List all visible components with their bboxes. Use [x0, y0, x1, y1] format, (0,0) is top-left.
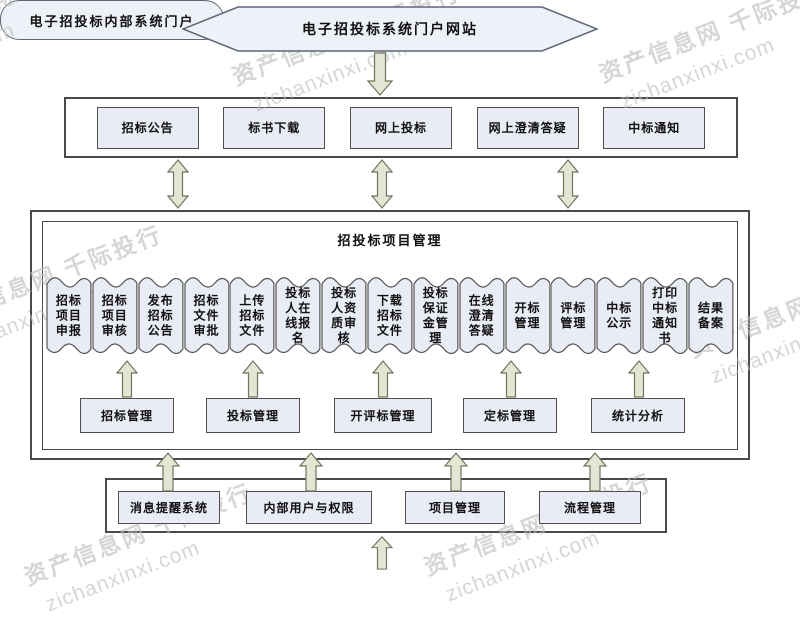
function-node: 结果备案 — [688, 272, 734, 360]
wave-shape — [92, 277, 138, 355]
wave-shape — [229, 277, 275, 355]
project-functions-row: 招标项目申报 招标项目审核 发布招标公告 招标文件审批 上传招标文件 投标人在线… — [46, 272, 734, 360]
internal-portal-title: 电子招投标内部系统门户 — [29, 13, 195, 29]
function-label: 招标项目申报 — [55, 293, 82, 338]
function-label: 在线澄清答疑 — [468, 293, 495, 338]
double-arrow-icon — [371, 159, 393, 209]
function-label: 招标项目审核 — [101, 293, 128, 338]
function-node: 下载招标文件 — [367, 272, 413, 360]
node-project-management: 项目管理 — [405, 491, 505, 524]
wave-shape — [688, 277, 734, 355]
node-process-management: 流程管理 — [539, 491, 641, 524]
down-arrow-icon — [367, 52, 393, 96]
node-internal-users-permissions: 内部用户与权限 — [246, 491, 372, 524]
function-node: 投标人资质审核 — [321, 272, 367, 360]
node-award-decision-management: 定标管理 — [463, 398, 557, 433]
wave-shape — [596, 277, 642, 355]
wave-shape — [321, 277, 367, 355]
node-tendering-management: 招标管理 — [80, 398, 174, 433]
function-label: 上传招标文件 — [239, 293, 266, 338]
function-label: 评标管理 — [560, 301, 587, 330]
up-arrow-icon — [371, 536, 393, 570]
wave-shape — [504, 277, 551, 355]
function-node: 招标项目申报 — [46, 272, 92, 360]
function-node: 招标文件审批 — [183, 272, 230, 360]
up-arrow-icon — [628, 360, 650, 398]
function-node: 开标管理 — [504, 272, 551, 360]
node-open-evaluation-management: 开评标管理 — [334, 398, 432, 433]
node-tender-download: 标书下载 — [223, 106, 326, 149]
function-label: 投标人在线报名 — [285, 286, 312, 345]
node-online-bidding: 网上投标 — [349, 106, 452, 149]
wave-shape — [413, 277, 459, 355]
wave-shape — [642, 277, 688, 355]
function-node: 打印中标通知书 — [642, 272, 688, 360]
function-label: 结果备案 — [697, 301, 724, 330]
up-arrow-icon — [500, 360, 522, 398]
function-node: 投标人在线报名 — [275, 272, 321, 360]
portal-website-title: 电子招投标系统门户网站 — [302, 23, 478, 38]
function-label: 发布招标公告 — [147, 293, 174, 338]
function-node: 评标管理 — [550, 272, 596, 360]
project-management-title: 招投标项目管理 — [337, 233, 443, 248]
up-arrow-icon — [242, 360, 264, 398]
wave-shape — [46, 277, 92, 355]
double-arrow-icon — [167, 159, 189, 209]
function-label: 开标管理 — [514, 301, 541, 330]
function-label: 打印中标通知书 — [652, 286, 679, 345]
internal-portal-node: 电子招投标内部系统门户 — [0, 0, 224, 40]
node-message-reminder-system: 消息提醒系统 — [118, 491, 220, 524]
wave-shape — [459, 277, 505, 355]
up-arrow-icon — [372, 360, 394, 398]
wave-shape — [275, 277, 321, 355]
function-label: 招标文件审批 — [193, 293, 220, 338]
node-bid-announcement: 招标公告 — [96, 106, 199, 149]
double-arrow-icon — [557, 159, 579, 209]
function-node: 投标保证金管理 — [413, 272, 459, 360]
public-services-container: 招标公告 标书下载 网上投标 网上澄清答疑 中标通知 — [64, 97, 738, 158]
function-node: 发布招标公告 — [138, 272, 184, 360]
function-label: 下载招标文件 — [376, 293, 403, 338]
up-arrow-icon — [299, 452, 323, 492]
up-arrow-icon — [444, 452, 468, 492]
wave-shape — [367, 277, 413, 355]
node-award-notice: 中标通知 — [603, 106, 706, 149]
function-node: 在线澄清答疑 — [459, 272, 505, 360]
node-online-clarification: 网上澄清答疑 — [476, 106, 579, 149]
portal-website-node: 电子招投标系统门户网站 — [182, 6, 598, 52]
function-label: 投标保证金管理 — [422, 286, 449, 345]
up-arrow-icon — [156, 452, 180, 492]
node-bidding-management: 投标管理 — [206, 398, 300, 433]
hexagon-shape — [182, 6, 598, 52]
function-label: 中标公示 — [606, 301, 633, 330]
wave-shape — [138, 277, 184, 355]
up-arrow-icon — [583, 452, 607, 492]
function-label: 投标人资质审核 — [331, 286, 358, 345]
wave-shape — [550, 277, 596, 355]
node-statistics-analysis: 统计分析 — [591, 398, 685, 433]
up-arrow-icon — [116, 360, 138, 398]
wave-shape — [183, 277, 230, 355]
watermark-text: 资产信息网 千际投行 — [595, 0, 800, 88]
function-node: 中标公示 — [596, 272, 642, 360]
function-node: 招标项目审核 — [92, 272, 138, 360]
function-node: 上传招标文件 — [229, 272, 275, 360]
